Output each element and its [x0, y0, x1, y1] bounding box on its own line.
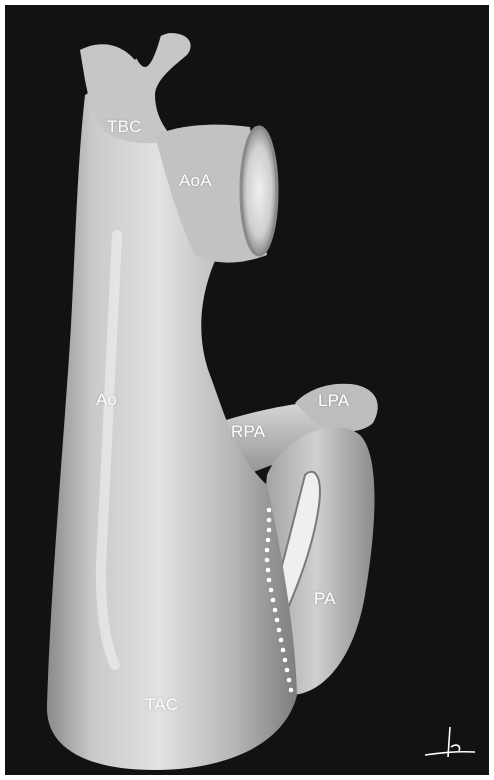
label-tbc: TBC [107, 117, 142, 137]
aoa-lumen [241, 127, 277, 255]
heart-model-illustration [5, 5, 489, 775]
artist-signature [425, 727, 475, 757]
label-tac: TAC [145, 695, 178, 715]
label-ao: Ao [96, 390, 117, 410]
label-rpa: RPA [231, 422, 265, 442]
label-aoa: AoA [179, 171, 212, 191]
label-lpa: LPA [318, 391, 349, 411]
figure-frame: TBC AoA Ao RPA LPA PA TAC [5, 5, 489, 775]
label-pa: PA [314, 589, 336, 609]
